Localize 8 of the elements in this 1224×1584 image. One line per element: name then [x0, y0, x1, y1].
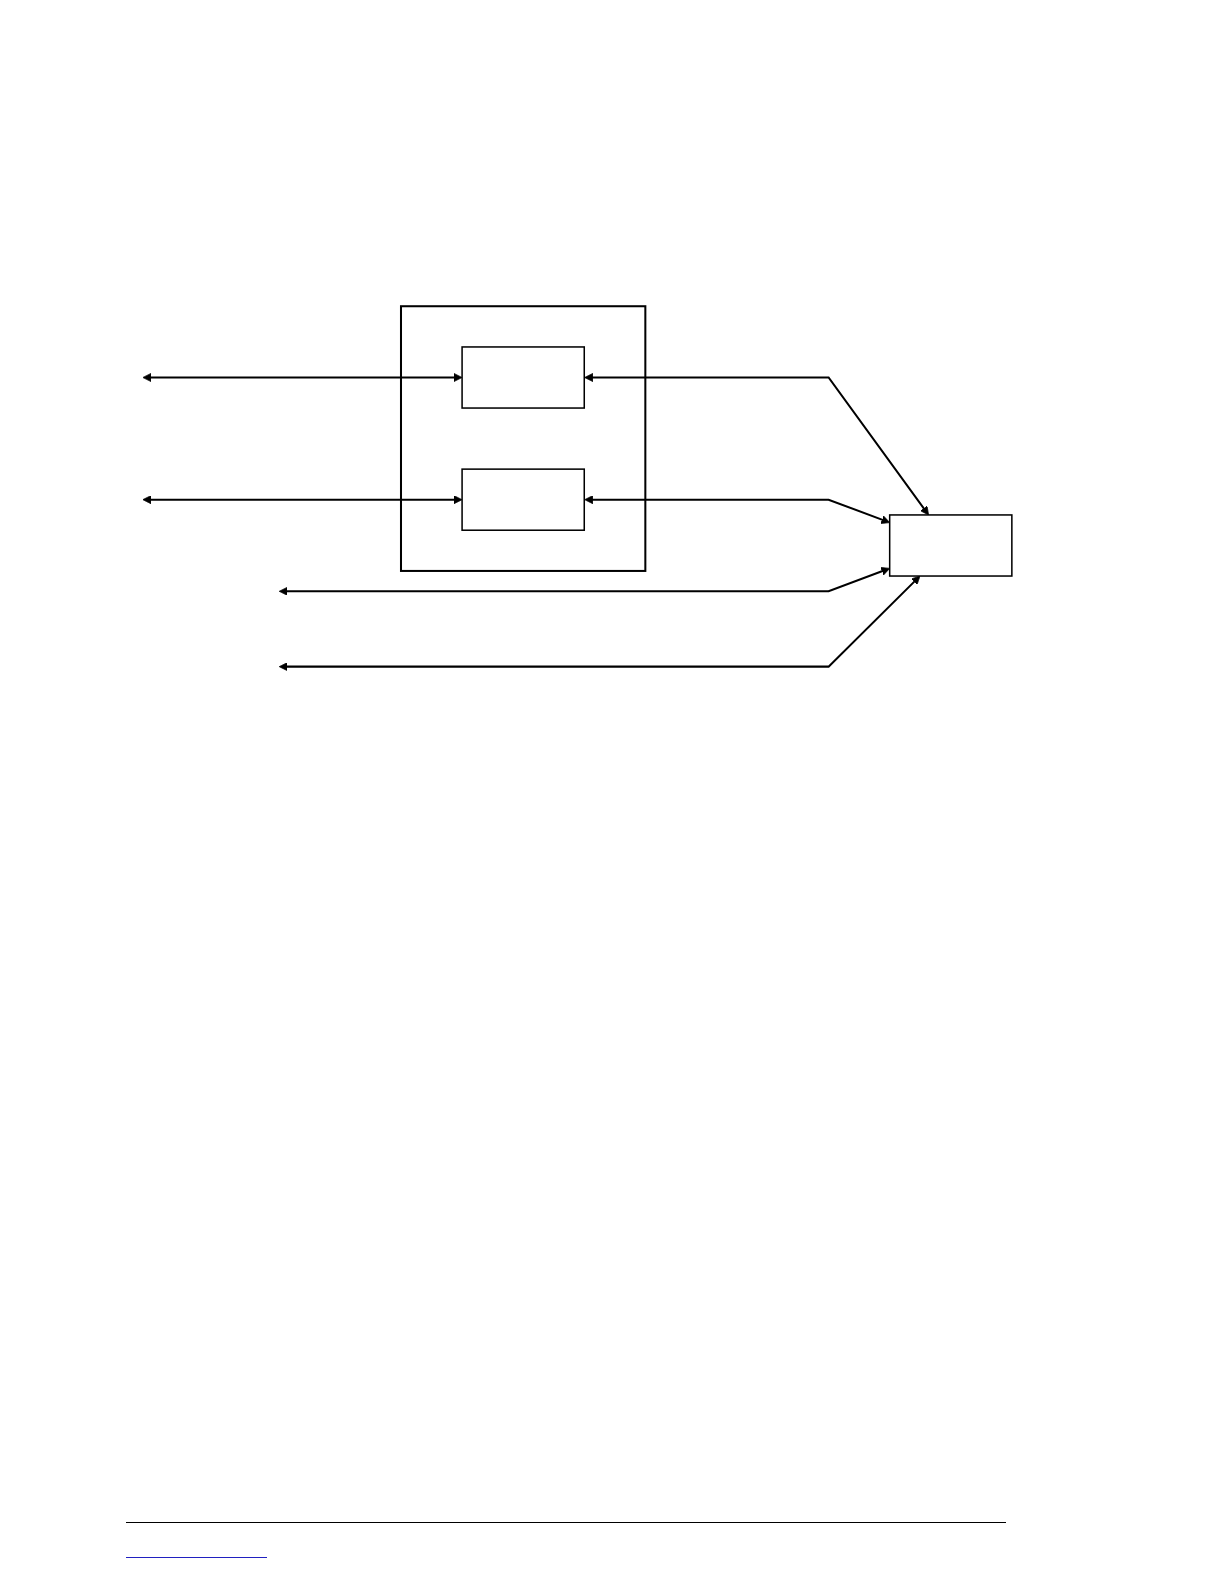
- arrow: [278, 575, 921, 672]
- cluster: [400, 305, 647, 572]
- arrow: [142, 495, 463, 505]
- node-box: [888, 514, 1013, 577]
- node-box: [461, 346, 585, 409]
- arrow: [584, 373, 929, 516]
- arrow: [142, 373, 463, 382]
- node-box: [461, 468, 585, 531]
